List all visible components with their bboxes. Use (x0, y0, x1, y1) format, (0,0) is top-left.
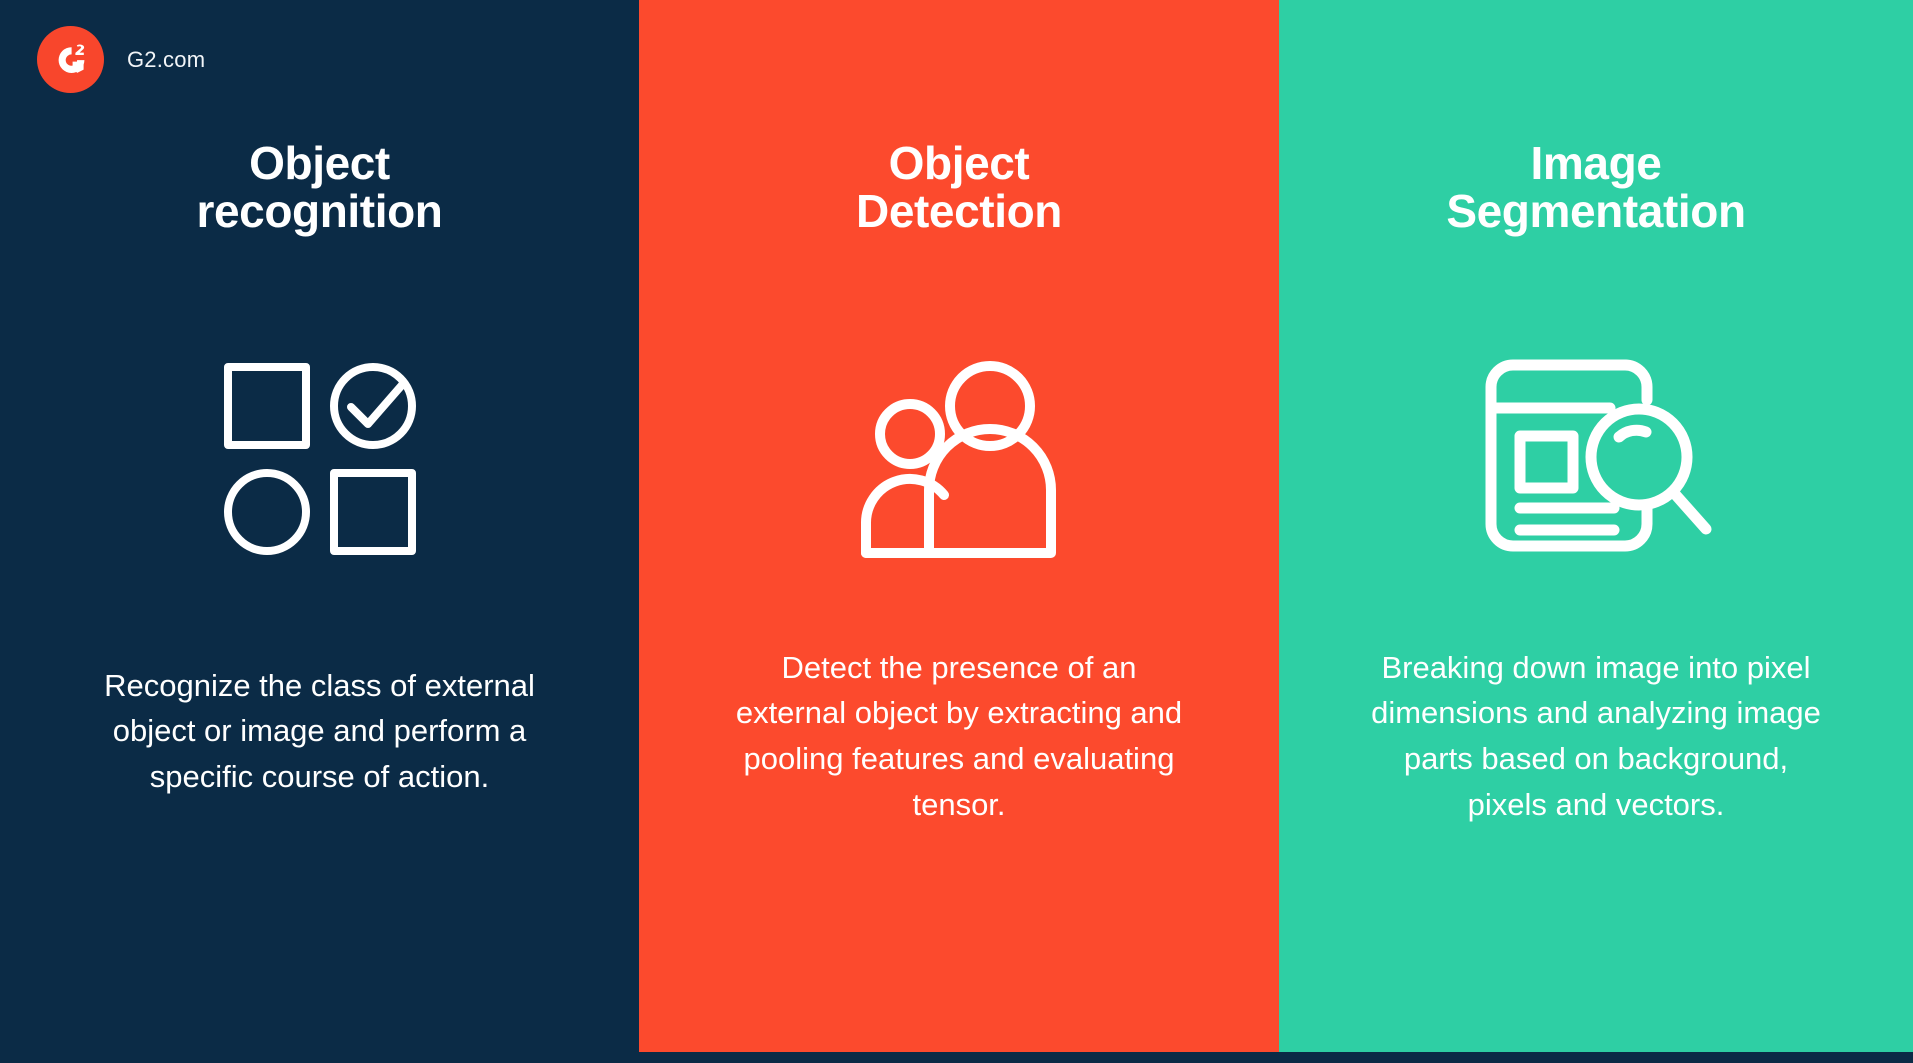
g2-superscript-two (74, 44, 84, 55)
person-large-head (945, 360, 1035, 451)
circle-top-right (329, 362, 416, 449)
brand: G2.com (37, 26, 205, 93)
image-placeholder (1514, 430, 1578, 494)
column-title-image-segmentation: Image Segmentation (1446, 137, 1746, 238)
square-bottom-right (329, 468, 416, 555)
column-title-object-recognition: Object recognition (196, 137, 443, 238)
circle-bottom-left (223, 468, 310, 555)
magnifier-lens (1585, 403, 1692, 511)
column-body-object-recognition: Recognize the class of external object o… (104, 667, 535, 795)
magnifier-handle (1668, 487, 1711, 535)
column-title-object-detection: Object Detection (856, 137, 1062, 238)
check-mark (346, 380, 406, 428)
person-small-head (875, 398, 945, 469)
brand-name: G2.com (127, 46, 206, 72)
document-outline-left (1485, 359, 1652, 552)
shapes-grid-icon (220, 359, 420, 559)
column-image-segmentation: Image Segmentation (1279, 0, 1913, 1052)
square-top-left (223, 362, 310, 449)
two-people-icon (854, 353, 1064, 563)
person-large-body (924, 423, 1056, 558)
column-body-image-segmentation: Breaking down image into pixel dimension… (1371, 649, 1821, 823)
magnifier-glint (1613, 424, 1651, 443)
column-body-object-detection: Detect the presence of an external objec… (735, 649, 1183, 823)
document-outline-corner (1619, 359, 1652, 406)
document-magnifier-icon (1479, 348, 1714, 563)
g2-tail (72, 61, 84, 73)
column-object-recognition: Object recognition Recognize the class o… (0, 0, 639, 1063)
column-object-detection: Object Detection Detect the presence of … (639, 0, 1279, 1052)
g2-logo-icon (37, 26, 104, 93)
